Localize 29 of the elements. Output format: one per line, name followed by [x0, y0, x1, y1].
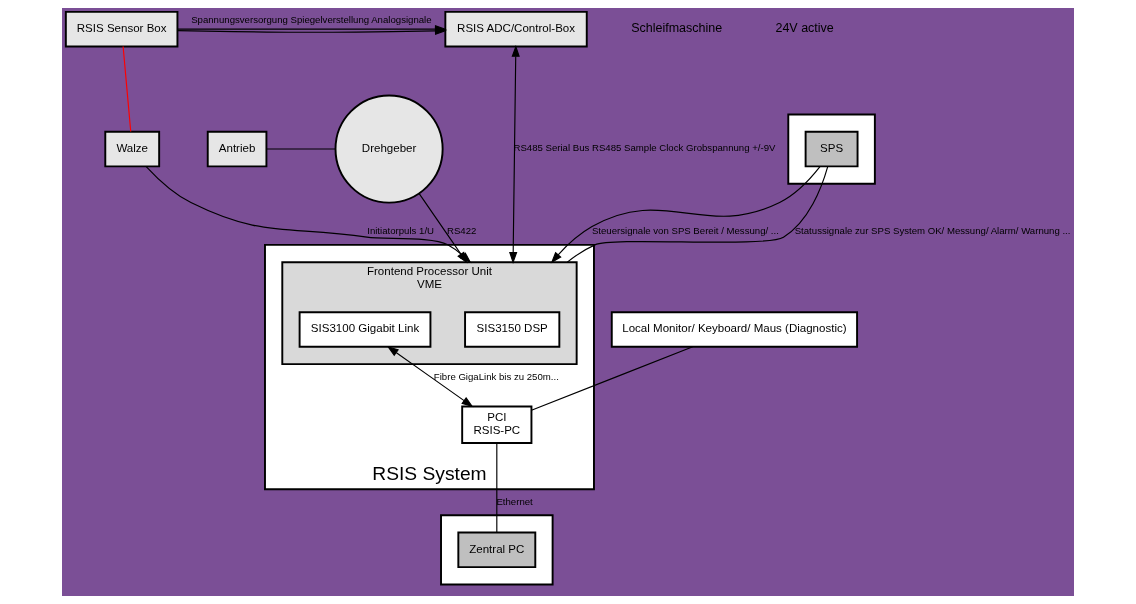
- label: Schleifmaschine: [631, 21, 723, 36]
- node-box: SIS3150 DSP: [464, 311, 561, 348]
- edge-label: Fibre GigaLink bis zu 250m...: [433, 370, 559, 382]
- node-box: RSIS Sensor Box: [64, 10, 179, 48]
- node-box: Local Monitor/ Keyboard/ Maus (Diagnostic): [610, 311, 859, 348]
- connector: [122, 45, 132, 132]
- arrow: [509, 44, 520, 264]
- cluster: [787, 113, 876, 185]
- node-box: PCI RSIS-PC: [461, 405, 533, 444]
- connector: [265, 148, 336, 150]
- edge-label: Initiatorpuls 1/U: [367, 225, 434, 237]
- node-box: RSIS ADC/Control-Box: [444, 10, 588, 48]
- edge-label: Steuersignale von SPS Bereit / Messung/ ...: [591, 225, 779, 237]
- node-box: Walze: [104, 130, 161, 168]
- edge-label: RS422: [447, 225, 477, 237]
- label: 24V active: [775, 21, 834, 36]
- connector: [496, 442, 498, 533]
- node-box: SPS: [804, 130, 859, 168]
- edge-label: Spannungsversorgung Spiegelverstellung Analogsignale: [191, 14, 432, 26]
- node-box: Zentral PC: [457, 531, 537, 569]
- edge-label: Ethernet: [496, 495, 533, 507]
- cluster: [440, 514, 554, 586]
- node-box: Antrieb: [206, 130, 268, 168]
- connector: [530, 346, 694, 411]
- node-circle: Drehgeber: [334, 94, 444, 204]
- edge-label: Statussignale zur SPS System OK/ Messung/ Alarm/ Warnung ...: [794, 225, 1071, 237]
- node-box: SIS3100 Gigabit Link: [298, 311, 432, 348]
- arrow: [386, 345, 474, 408]
- arrow: [418, 193, 468, 264]
